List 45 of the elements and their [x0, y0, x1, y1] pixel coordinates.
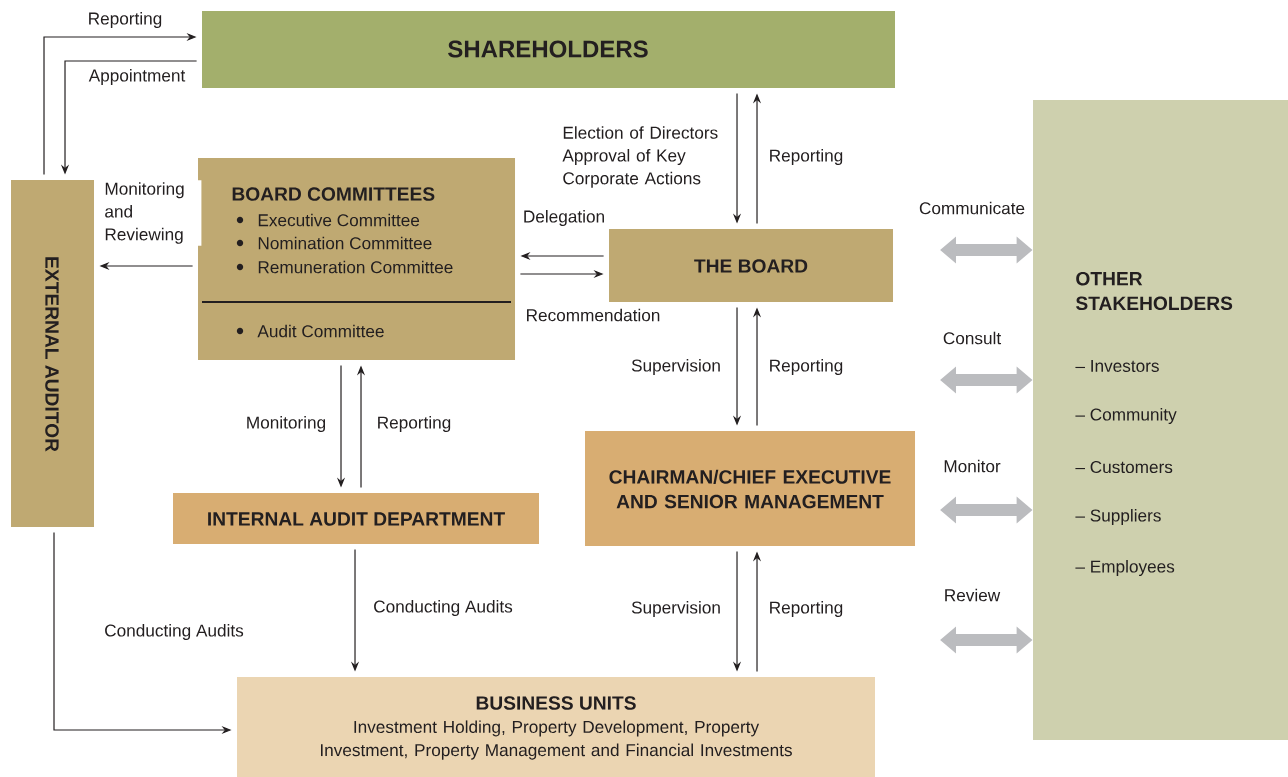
edge-label: Election of Directors Approval of Key Corporate Actions	[560, 124, 735, 190]
box-text: BOARD COMMITTEES	[232, 187, 435, 201]
box-text: OTHER STAKEHOLDERS	[1076, 271, 1233, 311]
box-text: – Investors	[1075, 360, 1159, 372]
edge-label: Reporting	[766, 357, 846, 377]
shareholders-box	[202, 11, 895, 88]
box-text: EXTERNAL AUDITOR	[45, 257, 59, 452]
business-units-box	[237, 677, 875, 777]
box-text: – Community	[1075, 408, 1177, 425]
box-text: BUSINESS UNITS	[476, 696, 636, 710]
department-box	[173, 493, 539, 544]
management-box	[585, 431, 915, 546]
edge-label: Reporting	[374, 414, 454, 435]
box-text: Investment Holding, Property Development, Property Investment, Property Management and Financial Investments	[321, 720, 792, 760]
list-item: Remuneration Committee	[236, 260, 453, 274]
box-text: THE BOARD	[694, 259, 808, 273]
box-text: – Suppliers	[1075, 509, 1161, 526]
board-box	[609, 229, 893, 302]
list-item: Executive Committee	[236, 213, 420, 227]
edge-label: Communicate	[916, 199, 1028, 217]
edge-label: Recommendation	[523, 306, 663, 324]
edge-label: Reporting	[766, 147, 846, 167]
committees-box	[198, 158, 515, 360]
edge-label: Review	[941, 586, 1003, 604]
list-item: Nomination Committee	[236, 236, 432, 250]
edge-label: Monitoring and Reviewing	[102, 180, 202, 246]
box-text: – Customers	[1075, 460, 1173, 474]
edge-label: Conducting Audits	[102, 622, 246, 642]
edge-label: Conducting Audits	[371, 598, 515, 619]
box-text: SHAREHOLDERS	[448, 40, 648, 58]
edge-label: Reporting	[766, 599, 846, 619]
edge-label: Monitor	[941, 457, 1003, 475]
edge-label: Consult	[940, 329, 1004, 347]
box-text: INTERNAL AUDIT DEPARTMENT	[208, 512, 505, 526]
auditor-box	[11, 180, 94, 527]
edge-label: Delegation	[520, 208, 608, 228]
box-text: CHAIRMAN/CHIEF EXECUTIVE AND SENIOR MANAGEMENT	[609, 469, 891, 509]
edge-label: Reporting	[85, 10, 165, 30]
stakeholders-box	[1033, 100, 1288, 740]
edge-label: Supervision	[629, 599, 723, 619]
edge-label: Monitoring	[243, 414, 329, 435]
box-text: – Employees	[1075, 560, 1175, 577]
edge-label: Supervision	[629, 357, 723, 377]
list-item: Audit Committee	[236, 324, 384, 338]
edge-label: Appointment	[86, 67, 188, 87]
